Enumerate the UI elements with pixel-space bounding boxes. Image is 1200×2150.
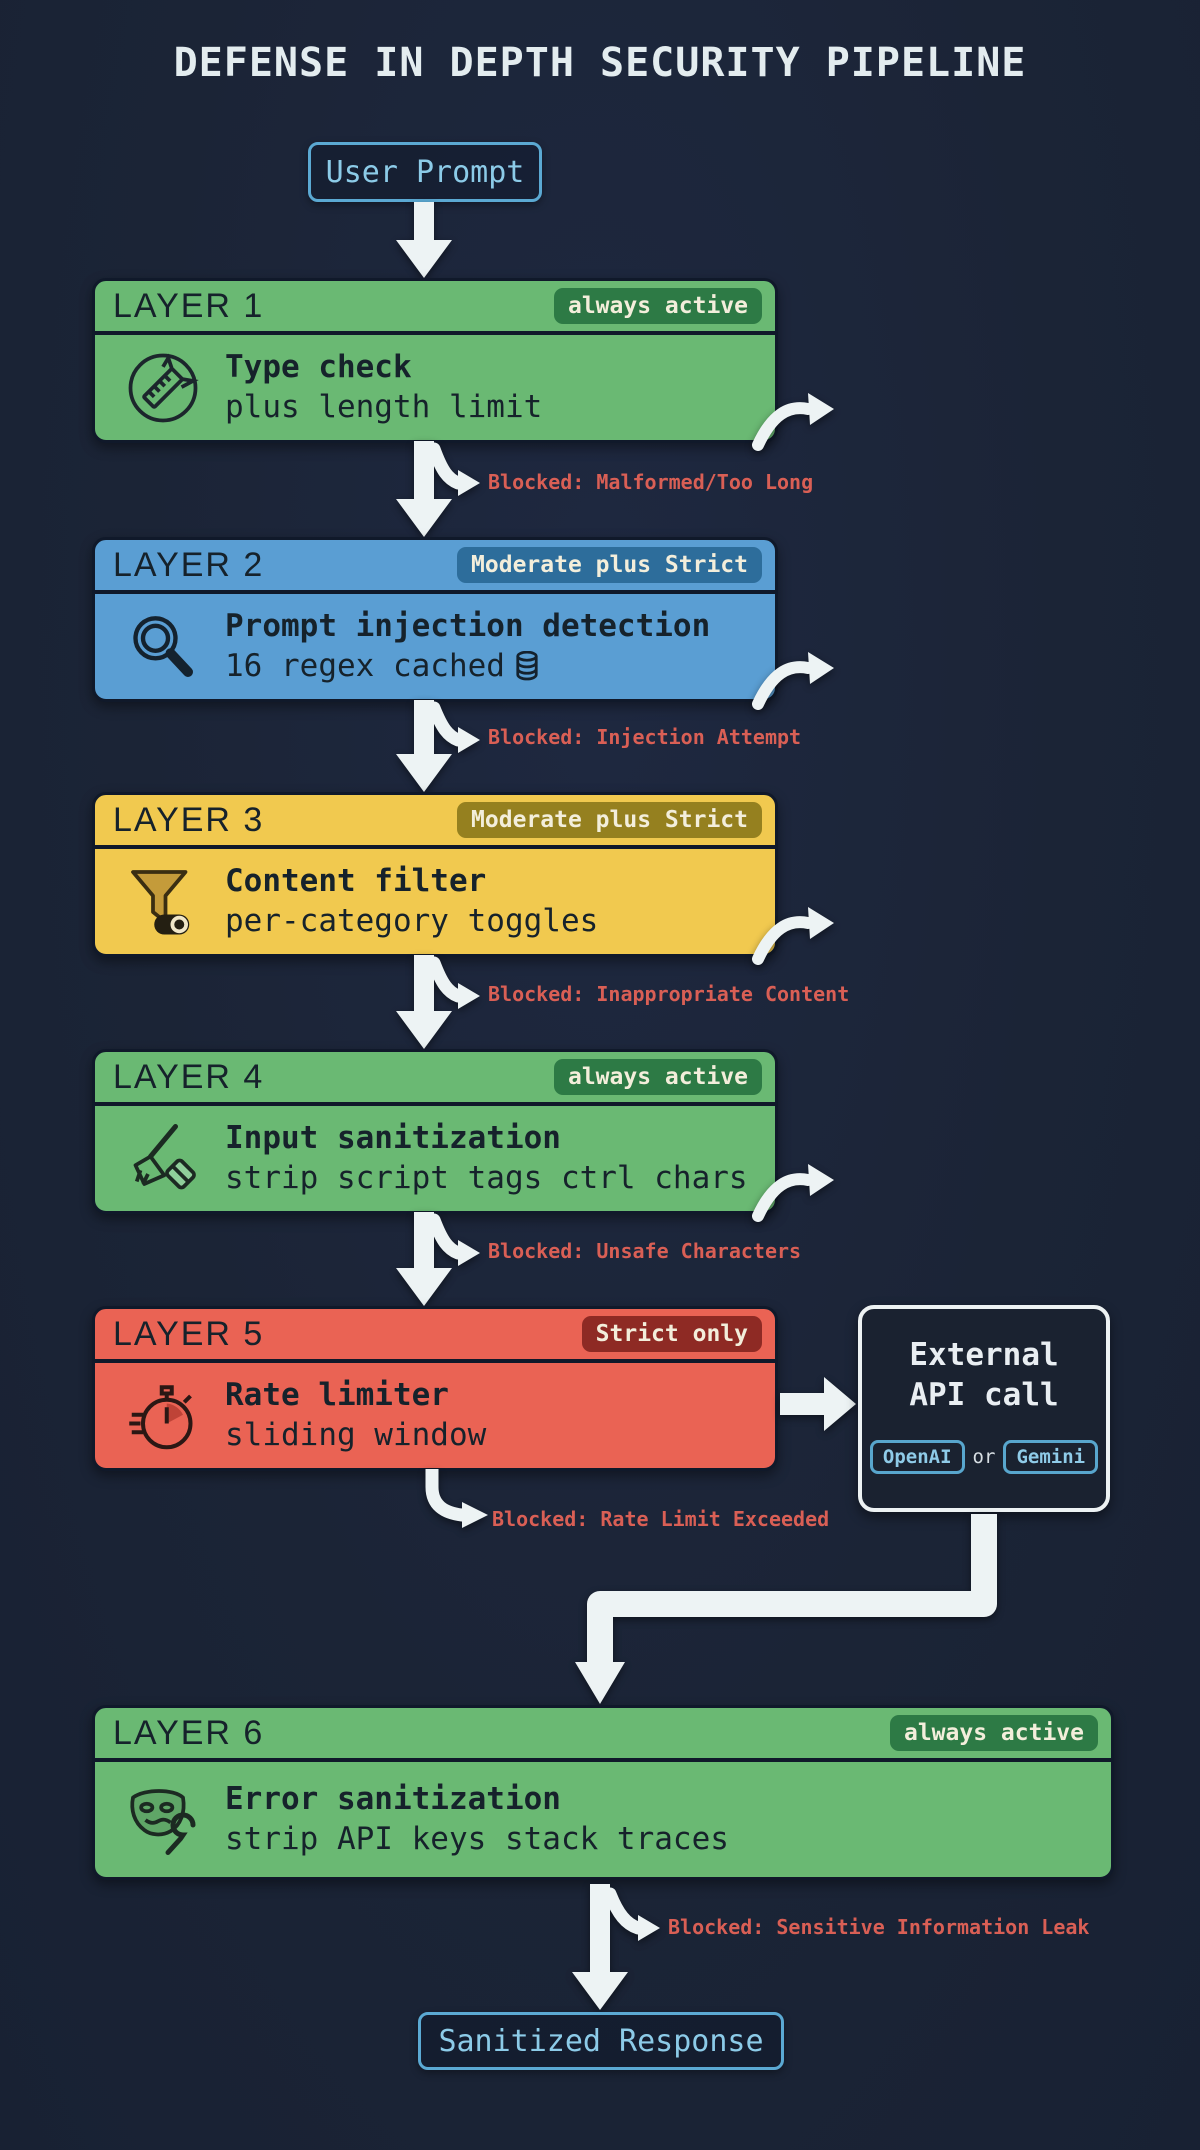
magnifier-icon <box>115 607 211 687</box>
flow-down-arrow <box>396 441 480 537</box>
layer-5-header: LAYER 5 Strict only <box>95 1309 775 1363</box>
page-title: DEFENSE IN DEPTH SECURITY PIPELINE <box>173 40 1027 86</box>
funnel-toggle-icon <box>115 862 211 942</box>
flow-down-arrow <box>572 1884 660 2010</box>
layer-5-badge: Strict only <box>581 1316 762 1352</box>
blocked-label-6: Blocked: Sensitive Information Leak <box>668 1915 1090 1939</box>
blocked-label-3: Blocked: Inappropriate Content <box>488 982 850 1006</box>
layer-2-body: Prompt injection detection 16 regex cach… <box>95 594 775 699</box>
layer-3-pass-swoosh-arrow <box>752 907 834 965</box>
layer-2-pass-swoosh-arrow <box>752 652 834 710</box>
layer-6-box: LAYER 6 always active Error sanitization… <box>92 1705 1114 1880</box>
layer-4-pass-swoosh-arrow <box>752 1164 834 1222</box>
layer-4-name: LAYER 4 <box>113 1057 265 1096</box>
blocked-label-5: Blocked: Rate Limit Exceeded <box>492 1507 830 1531</box>
layer-6-body: Error sanitization strip API keys stack … <box>95 1762 1111 1877</box>
external-api-title-line2: API call <box>909 1377 1059 1414</box>
layer-3-title: Content filter <box>225 862 487 899</box>
layer-5-body: Rate limiter sliding window <box>95 1363 775 1468</box>
layer-1-pass-swoosh-arrow <box>752 393 834 451</box>
layer-4-title: Input sanitization <box>225 1119 561 1156</box>
layer-2-subtitle: 16 regex cached <box>225 647 505 684</box>
layer-2-header: LAYER 2 Moderate plus Strict <box>95 540 775 594</box>
layer-5-box: LAYER 5 Strict only Rate limiter sliding… <box>92 1306 778 1471</box>
layer-6-subtitle: strip API keys stack traces <box>225 1820 729 1857</box>
blocked-label-1: Blocked: Malformed/Too Long <box>488 470 814 494</box>
blocked-label-2: Blocked: Injection Attempt <box>488 725 802 749</box>
sanitized-response-label: Sanitized Response <box>438 2023 764 2059</box>
layer-1-subtitle: plus length limit <box>225 388 543 425</box>
external-api-title-line1: External <box>909 1337 1059 1373</box>
user-prompt-label: User Prompt <box>325 154 525 190</box>
layer-6-name: LAYER 6 <box>113 1713 265 1752</box>
layer-2-box: LAYER 2 Moderate plus Strict Prompt inje… <box>92 537 778 702</box>
layer-5-subtitle: sliding window <box>225 1416 487 1453</box>
sanitized-response-node: Sanitized Response <box>418 2012 784 2070</box>
layer-1-body: Type check plus length limit <box>95 335 775 440</box>
or-label: or <box>972 1445 996 1468</box>
broom-eraser-icon <box>115 1119 211 1199</box>
external-api-node: External API call OpenAI or Gemini <box>858 1305 1110 1512</box>
external-to-layer6-elbow-arrow <box>575 1514 997 1704</box>
provider-row: OpenAI or Gemini <box>862 1439 1106 1474</box>
layer-4-box: LAYER 4 always active Input sanitization… <box>92 1049 778 1214</box>
flow-down-arrow <box>396 202 452 278</box>
caliper-icon <box>115 348 211 428</box>
layer-4-header: LAYER 4 always active <box>95 1052 775 1106</box>
layer-4-badge: always active <box>553 1059 762 1095</box>
flow-down-arrow <box>396 955 480 1049</box>
layer-1-name: LAYER 1 <box>113 286 265 325</box>
flow-down-arrow <box>396 1212 480 1306</box>
layer-4-subtitle: strip script tags ctrl chars <box>225 1159 748 1196</box>
layer-1-title: Type check <box>225 348 412 385</box>
layer-3-name: LAYER 3 <box>113 800 265 839</box>
layer-2-title: Prompt injection detection <box>225 607 711 644</box>
layer-1-badge: always active <box>553 288 762 324</box>
flow-right-arrow <box>780 1377 856 1431</box>
database-icon <box>516 650 538 681</box>
layer-3-body: Content filter per-category toggles <box>95 849 775 954</box>
layer-2-badge: Moderate plus Strict <box>457 547 762 583</box>
layer-4-body: Input sanitization strip script tags ctr… <box>95 1106 775 1211</box>
layer-5-name: LAYER 5 <box>113 1314 265 1353</box>
blocked-label-4: Blocked: Unsafe Characters <box>488 1239 802 1263</box>
stopwatch-icon <box>115 1376 211 1456</box>
layer-6-header: LAYER 6 always active <box>95 1708 1111 1762</box>
layer-2-name: LAYER 2 <box>113 545 265 584</box>
gemini-chip: Gemini <box>1003 1439 1099 1474</box>
openai-chip: OpenAI <box>869 1439 965 1474</box>
layer-1-header: LAYER 1 always active <box>95 281 775 335</box>
layer-1-box: LAYER 1 always active Type check plus le… <box>92 278 778 443</box>
layer-3-box: LAYER 3 Moderate plus Strict Content fil… <box>92 792 778 957</box>
layer-6-badge: always active <box>889 1715 1098 1751</box>
user-prompt-node: User Prompt <box>308 142 542 202</box>
layer-5-title: Rate limiter <box>225 1376 449 1413</box>
blocked-branch-arrow <box>425 1469 488 1528</box>
layer-6-title: Error sanitization <box>225 1780 561 1817</box>
layer-3-badge: Moderate plus Strict <box>457 802 762 838</box>
layer-3-subtitle: per-category toggles <box>225 902 599 939</box>
mask-wrench-icon <box>115 1780 211 1860</box>
layer-3-header: LAYER 3 Moderate plus Strict <box>95 795 775 849</box>
flow-down-arrow <box>396 700 480 792</box>
